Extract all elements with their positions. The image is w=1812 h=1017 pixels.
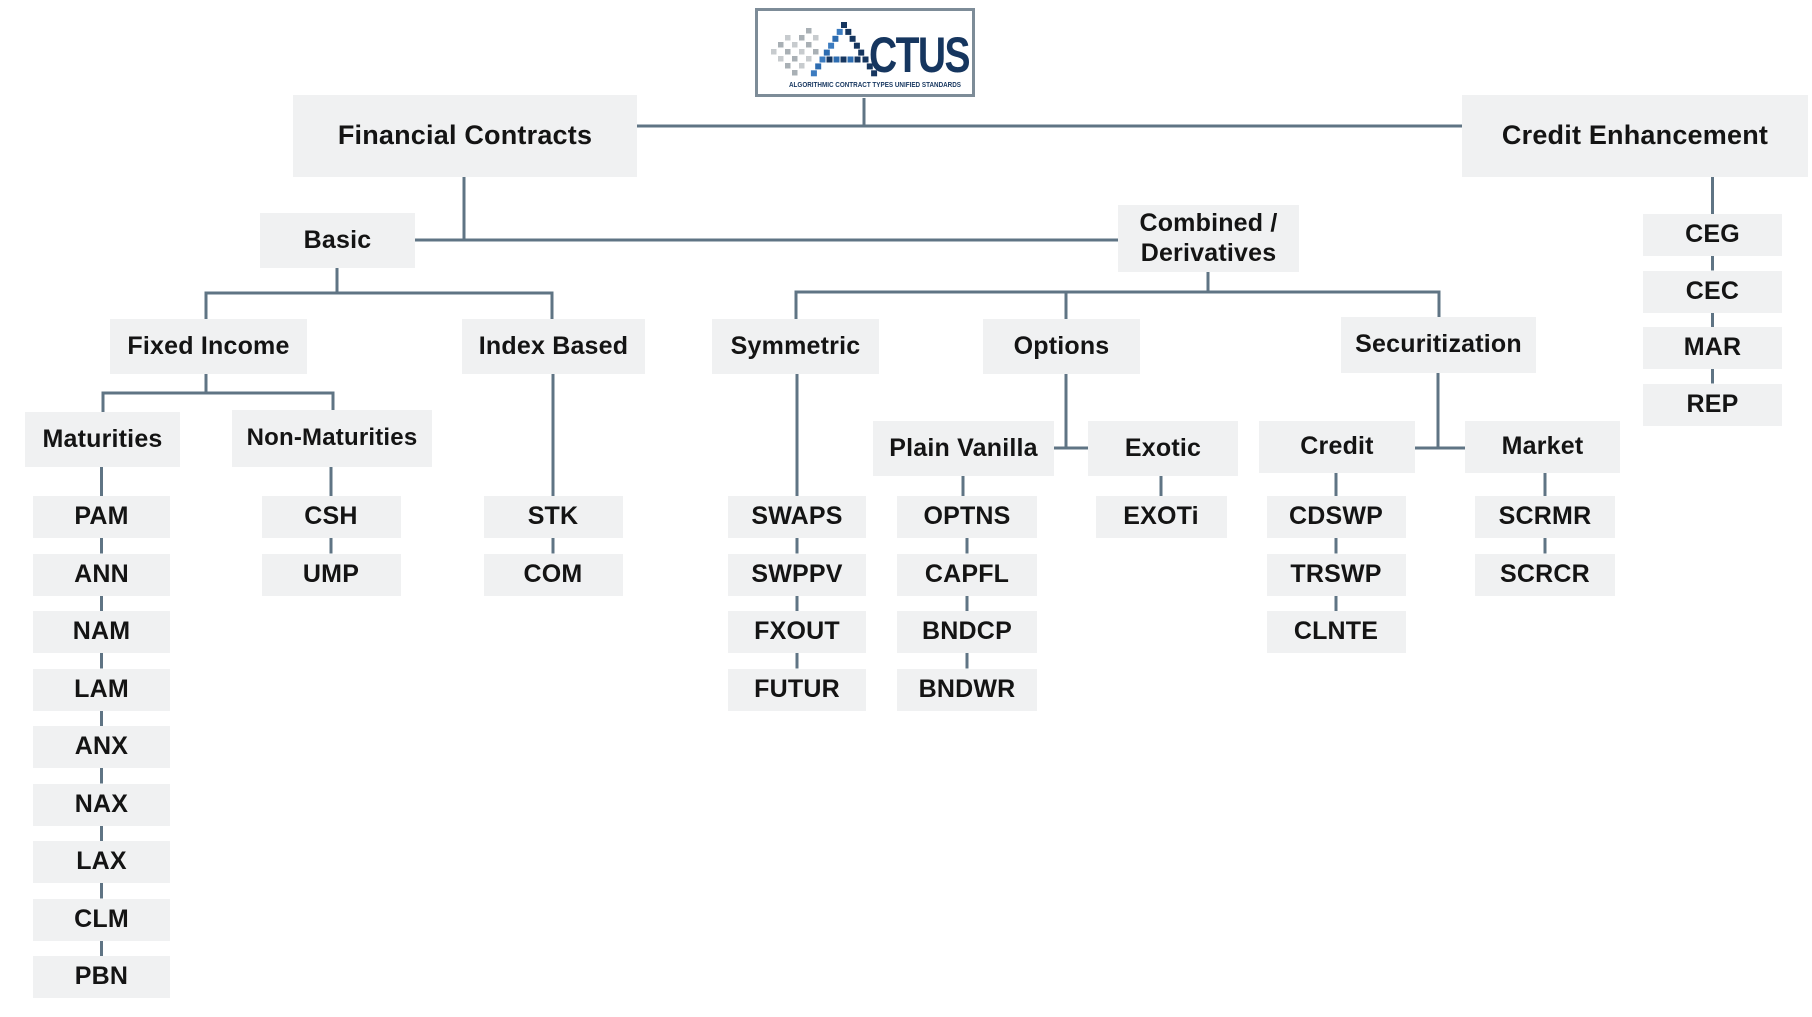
node-pam: PAM (33, 496, 170, 538)
node-scrcr: SCRCR (1475, 553, 1615, 596)
mosaic-square (806, 42, 812, 48)
mosaic-square (815, 63, 822, 70)
mosaic-square (866, 63, 873, 70)
node-symmetric: Symmetric (712, 319, 879, 374)
node-nam: NAM (33, 611, 170, 653)
mosaic-square (813, 35, 819, 41)
mosaic-square (792, 70, 798, 76)
node-fxout: FXOUT (728, 611, 866, 653)
logo-mosaic-squares (771, 22, 878, 77)
mosaic-square (836, 28, 843, 35)
mosaic-square (806, 56, 812, 62)
mosaic-square (841, 22, 847, 28)
mosaic-square (792, 42, 798, 48)
node-csh: CSH (261, 496, 401, 538)
mosaic-square (847, 56, 854, 63)
node-anx: ANX (33, 726, 170, 768)
actus-logo-graphic: CTUS ALGORITHMIC CONTRACT TYPES UNIFIED … (755, 8, 975, 97)
mosaic-square (871, 70, 878, 77)
node-cdswp: CDSWP (1266, 496, 1406, 538)
node-market: Market (1465, 421, 1620, 473)
node-swaps: SWAPS (728, 496, 866, 538)
mosaic-square (785, 63, 791, 69)
mosaic-square (853, 42, 860, 49)
node-combined-derivatives: Combined / Derivatives (1118, 205, 1299, 272)
node-trswp: TRSWP (1266, 553, 1406, 596)
mosaic-square (806, 28, 812, 34)
mosaic-square (792, 56, 798, 62)
node-options: Options (983, 319, 1140, 374)
mosaic-square (799, 63, 805, 69)
node-exoti: EXOTi (1095, 496, 1227, 538)
mosaic-square (771, 49, 777, 55)
actus-logo: CTUS ALGORITHMIC CONTRACT TYPES UNIFIED … (755, 8, 975, 98)
node-maturities: Maturities (25, 412, 180, 467)
node-stk: STK (483, 496, 623, 538)
node-credit: Credit (1259, 421, 1415, 473)
node-exotic: Exotic (1088, 421, 1238, 476)
mosaic-square (799, 49, 805, 55)
node-rep: REP (1643, 383, 1782, 426)
node-plain-vanilla: Plain Vanilla (873, 421, 1054, 476)
node-non-maturities: Non-Maturities (232, 410, 432, 467)
connector-line (204, 291, 554, 319)
mosaic-square (778, 56, 784, 62)
mosaic-square (826, 56, 833, 63)
node-pbn: PBN (33, 956, 170, 998)
mosaic-square (785, 35, 791, 41)
mosaic-square (823, 49, 830, 56)
node-futur: FUTUR (728, 668, 866, 711)
node-capfl: CAPFL (897, 553, 1037, 596)
node-fixed-income: Fixed Income (110, 319, 307, 374)
mosaic-square (813, 49, 819, 55)
node-nax: NAX (33, 783, 170, 826)
mosaic-square (840, 56, 847, 63)
logo-border (755, 8, 975, 97)
connector-line (794, 290, 1441, 319)
logo-wordmark: CTUS (869, 27, 970, 83)
node-clm: CLM (33, 898, 170, 941)
node-com: COM (483, 553, 623, 596)
node-basic: Basic (260, 213, 415, 268)
mosaic-square (845, 28, 852, 35)
node-financial-contracts: Financial Contracts (293, 95, 637, 177)
node-scrmr: SCRMR (1475, 496, 1615, 538)
mosaic-square (810, 70, 817, 77)
connector-line (101, 391, 335, 412)
node-bndwr: BNDWR (897, 668, 1037, 711)
node-bndcp: BNDCP (897, 611, 1037, 653)
node-lax: LAX (33, 841, 170, 883)
mosaic-square (858, 49, 865, 56)
node-index-based: Index Based (462, 319, 645, 374)
logo-tagline: ALGORITHMIC CONTRACT TYPES UNIFIED STAND… (789, 82, 961, 89)
node-optns: OPTNS (897, 496, 1037, 538)
mosaic-square (828, 42, 835, 49)
mosaic-square (778, 42, 784, 48)
node-cec: CEC (1643, 270, 1782, 313)
mosaic-square (833, 56, 840, 63)
node-swppv: SWPPV (728, 553, 866, 596)
mosaic-square (785, 49, 791, 55)
mosaic-square (862, 56, 869, 63)
mosaic-square (819, 56, 826, 63)
mosaic-square (799, 35, 805, 41)
mosaic-square (854, 56, 861, 63)
node-clnte: CLNTE (1266, 611, 1406, 653)
node-ann: ANN (33, 553, 170, 596)
node-mar: MAR (1643, 327, 1782, 369)
node-ceg: CEG (1643, 214, 1782, 256)
node-ump: UMP (261, 553, 401, 596)
mosaic-square (849, 35, 856, 42)
node-credit-enhancement: Credit Enhancement (1462, 95, 1808, 177)
node-securitization: Securitization (1341, 317, 1536, 373)
mosaic-square (832, 35, 839, 42)
node-lam: LAM (33, 668, 170, 711)
